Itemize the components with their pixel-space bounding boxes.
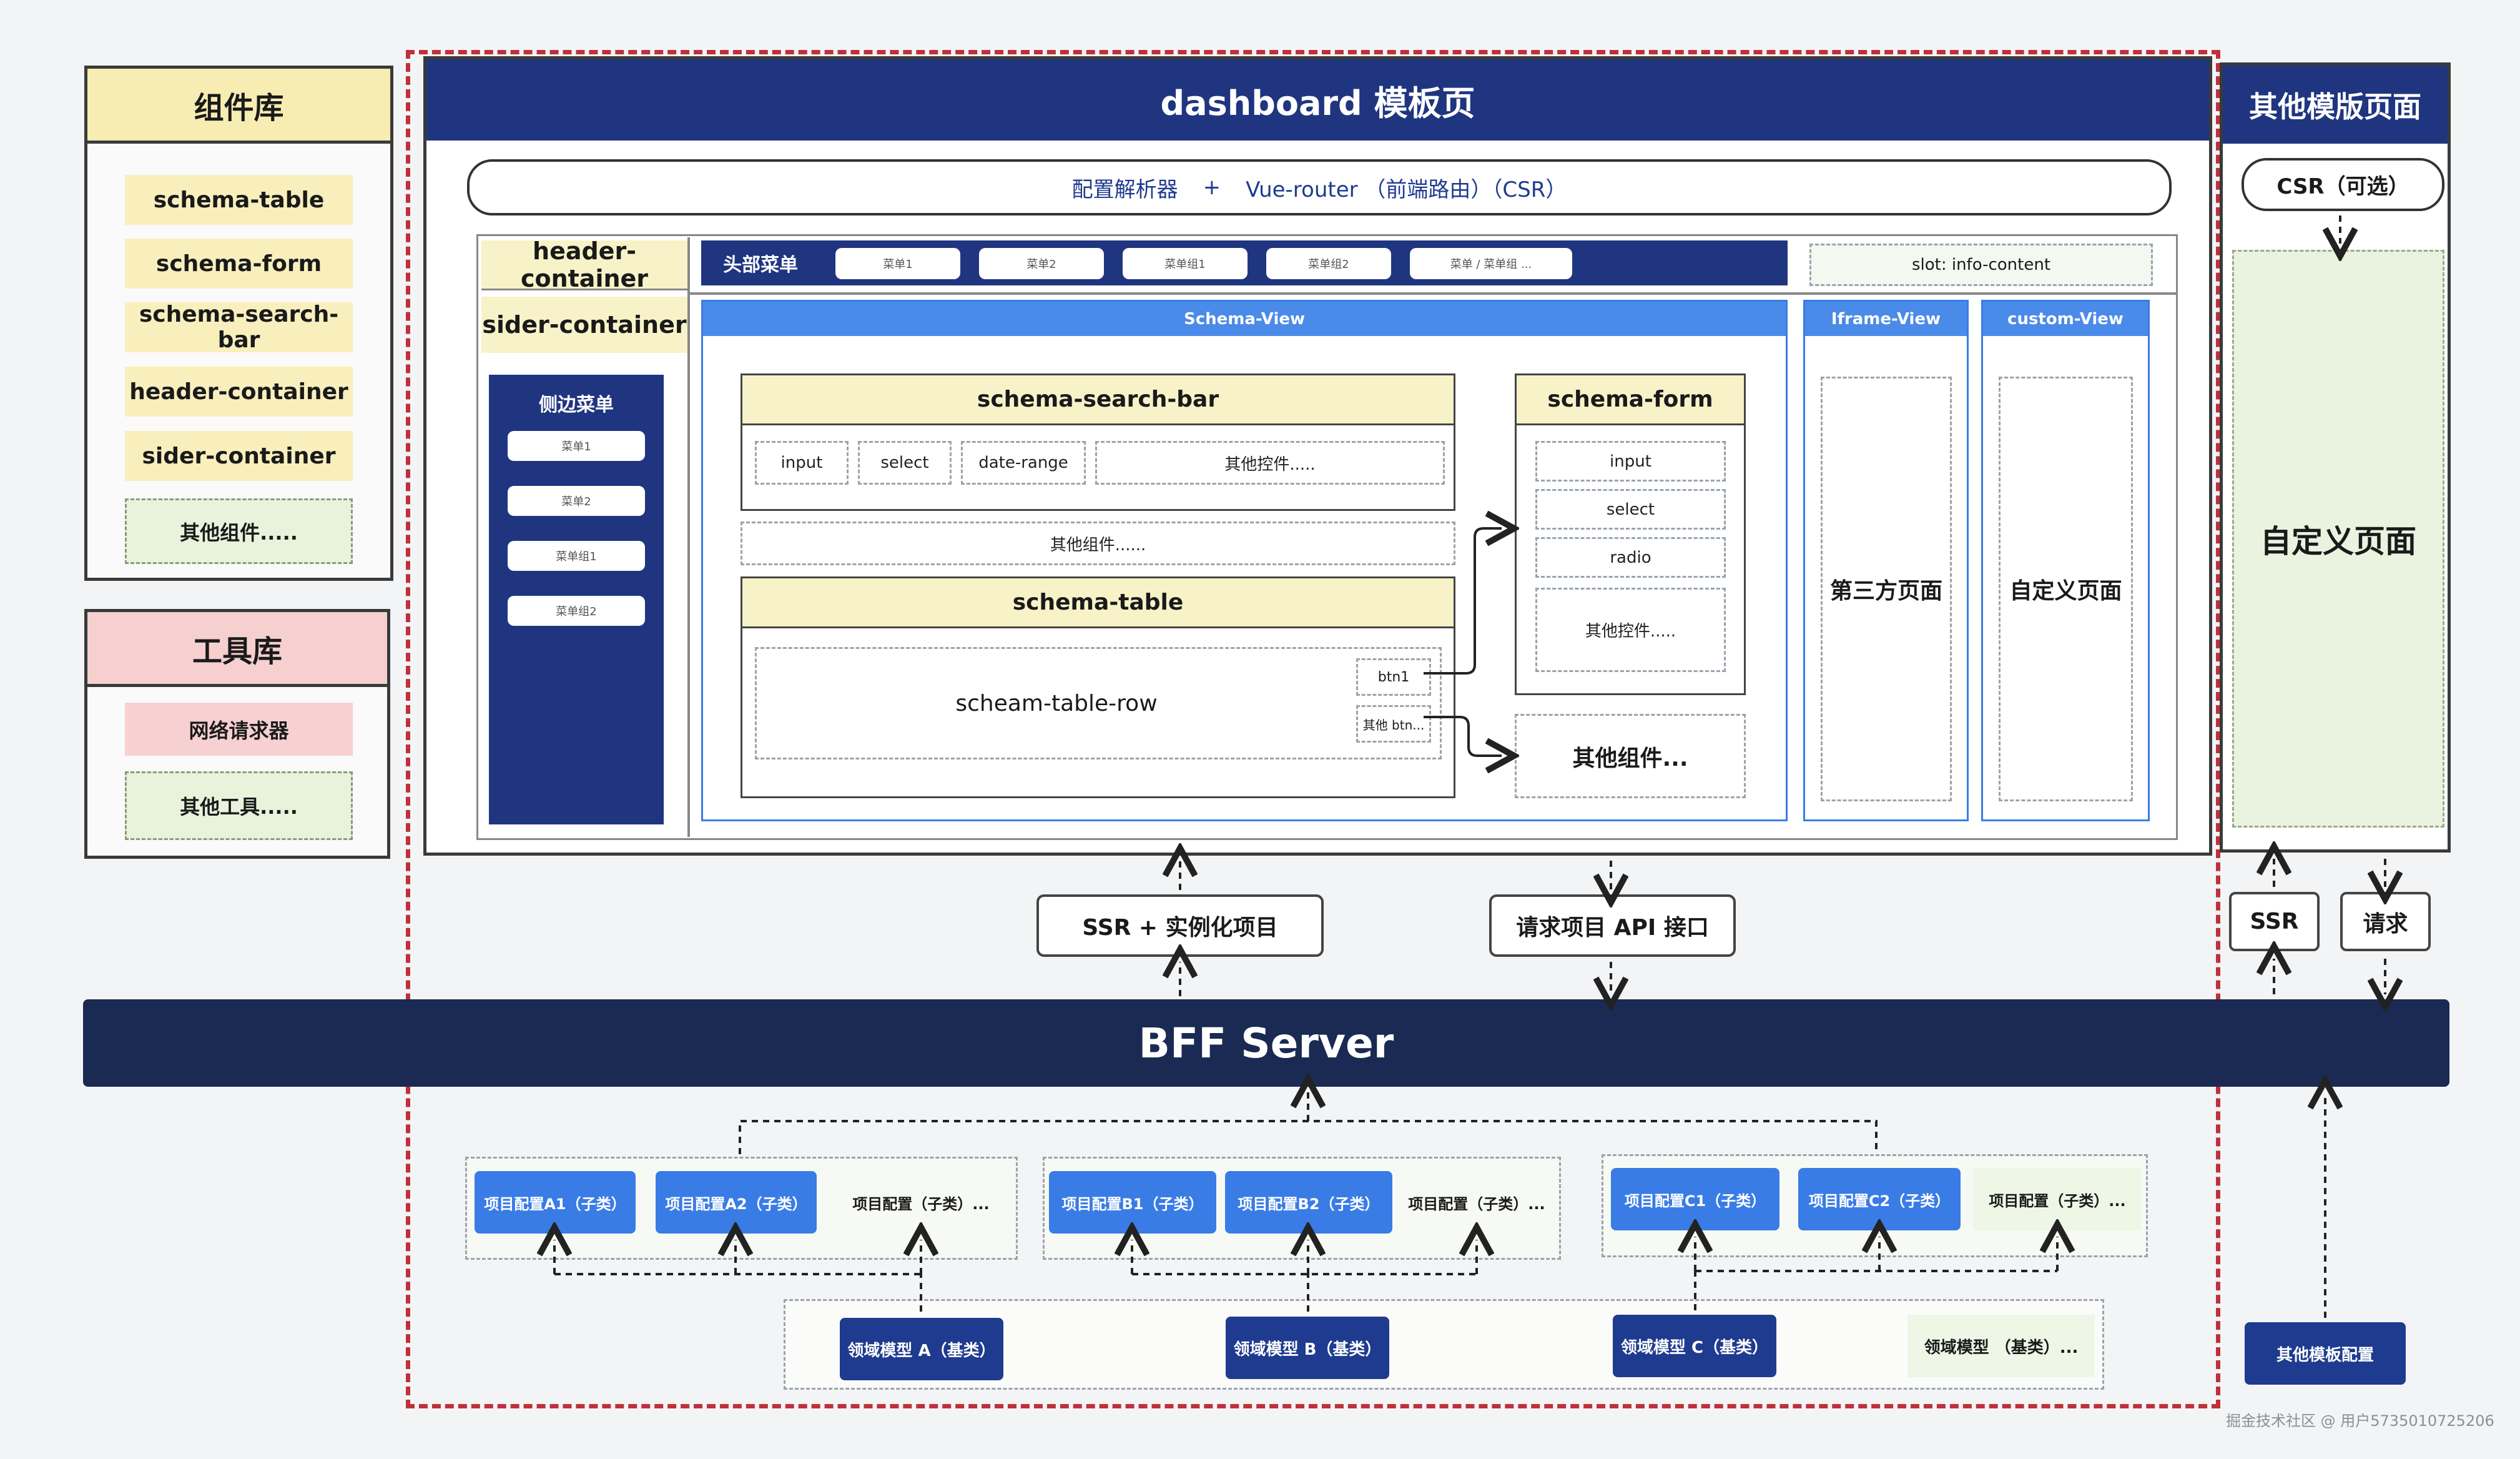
schema-view-title: Schema-View <box>703 302 1786 336</box>
lib-item-schema-form: schema-form <box>125 239 353 289</box>
top-menu-title: 头部菜单 <box>723 254 798 276</box>
side-menu-title: 侧边菜单 <box>539 394 614 416</box>
side-menu-item-3[interactable]: 菜单组1 <box>508 541 645 571</box>
domain-model-a: 领域模型 A（基类） <box>840 1318 1003 1380</box>
side-menu-item-4[interactable]: 菜单组2 <box>508 596 645 626</box>
header-container-label: header-container <box>481 237 687 292</box>
vue-router-label: Vue-router （前端路由）（CSR） <box>1246 177 1567 202</box>
lib-item-schema-search-bar: schema-search-bar <box>125 302 353 353</box>
tool-library-title: 工具库 <box>87 612 387 687</box>
schema-table-row-label: scheam-table-row <box>955 690 1158 716</box>
lib-item-sider-container: sider-container <box>125 431 353 481</box>
schema-view-other-components-right: 其他组件... <box>1515 714 1746 798</box>
search-field-input: input <box>755 441 849 485</box>
config-a-more: 项目配置（子类）... <box>852 1195 990 1213</box>
component-library-panel: 组件库 schema-table schema-form schema-sear… <box>84 66 393 581</box>
dashboard-title: dashboard 模板页 <box>426 59 2209 141</box>
domain-model-b: 领域模型 B（基类） <box>1226 1317 1389 1379</box>
schema-form-title: schema-form <box>1517 375 1744 425</box>
watermark: 掘金技术社区 @ 用户5735010725206 <box>2226 1412 2494 1430</box>
bff-server: BFF Server <box>83 999 2449 1087</box>
tool-request: 网络请求器 <box>125 703 353 756</box>
domain-a-bus <box>554 1273 922 1312</box>
schema-search-bar: schema-search-bar input select date-rang… <box>741 373 1455 511</box>
domain-c-bus <box>1694 1270 2057 1310</box>
search-field-select: select <box>858 441 952 485</box>
table-btn1: btn1 <box>1356 658 1431 696</box>
schema-table-title: schema-table <box>742 578 1454 628</box>
custom-view: custom-View 自定义页面 <box>1981 300 2150 821</box>
header-separator <box>687 292 2177 295</box>
schema-table-row: scheam-table-row btn1 其他 btn... <box>755 647 1442 759</box>
csr-optional: CSR（可选） <box>2242 158 2444 211</box>
search-bar-title: schema-search-bar <box>742 375 1454 425</box>
sider-container-label: sider-container <box>481 297 687 353</box>
top-menu-item-3[interactable]: 菜单组1 <box>1123 248 1248 279</box>
iframe-view: Iframe-View 第三方页面 <box>1803 300 1969 821</box>
form-field-more: 其他控件..... <box>1535 588 1726 672</box>
side-menu: 侧边菜单 菜单1 菜单2 菜单组1 菜单组2 <box>489 375 664 824</box>
config-parser-label: 配置解析器 <box>1071 177 1178 202</box>
tool-more: 其他工具..... <box>125 771 353 840</box>
top-menu-item-4[interactable]: 菜单组2 <box>1266 248 1391 279</box>
top-menu-item-2[interactable]: 菜单2 <box>979 248 1104 279</box>
arrow-btnmore-to-other <box>1424 716 1502 756</box>
config-bus <box>739 1120 1878 1154</box>
schema-form: schema-form input select radio 其他控件..... <box>1515 373 1746 695</box>
component-library-title: 组件库 <box>87 69 390 144</box>
domain-model-c: 领域模型 C（基类） <box>1613 1315 1776 1377</box>
domain-b-bus <box>1132 1273 1477 1312</box>
sider-separator <box>687 237 690 837</box>
side-menu-item-2[interactable]: 菜单2 <box>508 486 645 516</box>
form-field-select: select <box>1535 489 1726 530</box>
schema-view-other-components: 其他组件...... <box>741 522 1455 565</box>
lib-item-header-container: header-container <box>125 367 353 417</box>
top-menu-bar: 头部菜单 菜单1 菜单2 菜单组1 菜单组2 菜单 / 菜单组 ... <box>701 240 1788 285</box>
other-custom-page: 自定义页面 <box>2232 250 2444 828</box>
other-templates-panel: 其他模版页面 CSR（可选） 自定义页面 <box>2220 62 2451 853</box>
other-templates-title: 其他模版页面 <box>2223 66 2448 144</box>
top-menu-item-1[interactable]: 菜单1 <box>835 248 960 279</box>
lib-item-more: 其他组件..... <box>125 498 353 564</box>
iframe-view-title: Iframe-View <box>1805 302 1967 336</box>
request-box: 请求 <box>2340 892 2431 951</box>
domain-model-more: 领域模型 （基类）... <box>1907 1315 2095 1377</box>
schema-table: schema-table scheam-table-row btn1 其他 bt… <box>741 576 1455 798</box>
search-field-date-range: date-range <box>961 441 1086 485</box>
arrow-btn1-to-form <box>1424 528 1502 675</box>
third-party-page: 第三方页面 <box>1821 377 1952 801</box>
search-field-more: 其他控件..... <box>1095 441 1445 485</box>
other-template-config: 其他模板配置 <box>2245 1322 2406 1385</box>
domain-models-row <box>784 1299 2104 1390</box>
dashboard-panel: dashboard 模板页 配置解析器 + Vue-router （前端路由）（… <box>423 56 2212 856</box>
dashboard-boundary <box>406 50 2220 1408</box>
plus-sign: + <box>1203 175 1221 200</box>
form-field-radio: radio <box>1535 537 1726 578</box>
table-btn-more: 其他 btn... <box>1356 705 1431 743</box>
form-field-input: input <box>1535 441 1726 482</box>
side-menu-item-1[interactable]: 菜单1 <box>508 431 645 461</box>
schema-view: Schema-View schema-search-bar input sele… <box>701 300 1788 821</box>
slot-info-content: slot: info-content <box>1809 244 2153 286</box>
router-bar: 配置解析器 + Vue-router （前端路由）（CSR） <box>467 159 2172 215</box>
lib-item-schema-table: schema-table <box>125 175 353 225</box>
config-b-more: 项目配置（子类）... <box>1408 1195 1545 1213</box>
tool-library-panel: 工具库 网络请求器 其他工具..... <box>84 609 390 859</box>
custom-page: 自定义页面 <box>1999 377 2133 801</box>
custom-view-title: custom-View <box>1983 302 2148 336</box>
top-menu-item-5[interactable]: 菜单 / 菜单组 ... <box>1410 248 1572 279</box>
